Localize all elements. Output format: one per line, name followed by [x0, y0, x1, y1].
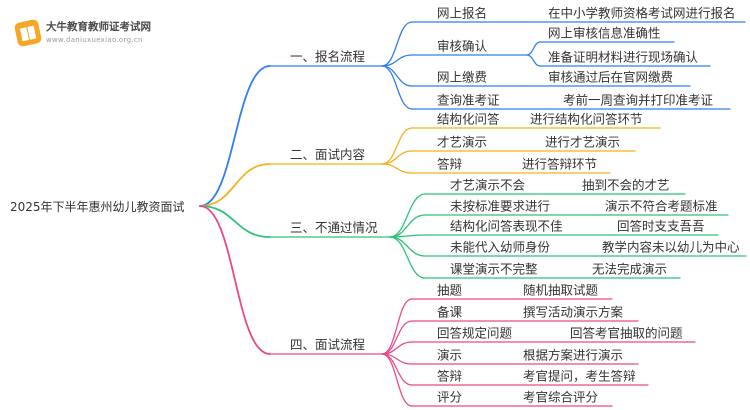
- subtopic: 审核确认: [437, 39, 488, 54]
- subtopic: 网上报名: [437, 6, 487, 21]
- subtopic: 抽题: [437, 283, 463, 298]
- branch-label: 二、面试内容: [290, 147, 365, 162]
- branch-failure-cases: 三、不通过情况 才艺演示不会 抽到不会的才艺 未按标准要求进行 演示不符合考题标…: [199, 178, 747, 279]
- subtopic: 答辩: [437, 157, 462, 172]
- detail: 考前一周查询并打印准考证: [563, 93, 714, 108]
- detail: 随机抽取试题: [523, 283, 599, 298]
- branch-label: 一、报名流程: [290, 49, 366, 64]
- detail: 进行结构化问答环节: [530, 112, 643, 127]
- detail: 网上审核信息准确性: [548, 26, 661, 41]
- book-icon: [14, 19, 42, 47]
- book-icon-bg: [14, 19, 42, 47]
- subtopic: 备课: [437, 305, 463, 320]
- connector: [381, 127, 413, 165]
- subtopic: 才艺演示: [437, 135, 487, 150]
- connector: [381, 298, 413, 355]
- logo-title: 大牛教育教师证考试网: [46, 20, 151, 33]
- subtopic: 课堂演示不完整: [450, 262, 538, 277]
- subtopic: 回答规定问题: [437, 326, 513, 341]
- connector: [199, 205, 271, 238]
- branch-interview-content: 二、面试内容 结构化问答 进行结构化问答环节 才艺演示 进行才艺演示 答辩 进行…: [199, 112, 661, 207]
- connector: [199, 163, 271, 207]
- detail: 根据方案进行演示: [523, 348, 623, 363]
- subtopic: 网上缴费: [437, 70, 487, 85]
- detail: 回答时支支吾吾: [617, 219, 705, 234]
- detail: 审核通过后在官网缴费: [548, 70, 673, 85]
- connector: [389, 193, 426, 238]
- logo: 大牛教育教师证考试网 www.daniuxuexiao.org.cn: [14, 19, 151, 47]
- detail: 考官综合评分: [523, 390, 598, 405]
- detail: 准备证明材料进行现场确认: [548, 50, 699, 65]
- detail: 教学内容未以幼儿为中心: [602, 240, 740, 255]
- connector: [381, 54, 413, 67]
- branch-interview-process: 四、面试流程 抽题 随机抽取试题 备课 撰写活动演示方案 回答规定问题 回答考官…: [199, 205, 696, 407]
- detail: 演示不符合考题标准: [605, 199, 718, 214]
- branch-label: 三、不通过情况: [290, 220, 378, 235]
- connector: [381, 353, 413, 407]
- detail: 进行才艺演示: [545, 135, 620, 150]
- branch-label: 四、面试流程: [290, 337, 366, 352]
- subtopic: 未按标准要求进行: [450, 199, 550, 214]
- subtopic: 演示: [437, 348, 462, 363]
- connector: [389, 236, 426, 279]
- book-icon-pages: [19, 25, 37, 42]
- detail: 撰写活动演示方案: [523, 305, 624, 320]
- detail: 无法完成演示: [592, 262, 667, 277]
- connector: [381, 21, 413, 67]
- connector: [526, 54, 541, 67]
- detail: 回答考官抽取的问题: [570, 326, 683, 341]
- subtopic: 未能代入幼师身份: [450, 240, 551, 255]
- connector: [381, 163, 413, 174]
- connector: [199, 205, 271, 355]
- subtopic: 查询准考证: [437, 93, 500, 108]
- subtopic: 结构化问答表现不佳: [450, 219, 563, 234]
- subtopic: 结构化问答: [437, 112, 500, 127]
- subtopic: 答辩: [437, 369, 462, 384]
- branch-registration: 一、报名流程 网上报名 在中小学教师资格考试网进行报名 审核确认 网上审核信息准…: [199, 6, 746, 207]
- connector: [389, 236, 426, 257]
- detail: 进行答辩环节: [522, 157, 597, 172]
- subtopic: 评分: [437, 390, 462, 405]
- connector: [199, 65, 271, 207]
- connector: [381, 65, 413, 87]
- connector: [381, 65, 413, 110]
- detail: 抽到不会的才艺: [582, 178, 670, 193]
- connector: [389, 214, 426, 238]
- logo-url: www.daniuxuexiao.org.cn: [46, 36, 143, 44]
- detail: 在中小学教师资格考试网进行报名: [548, 6, 736, 21]
- connector: [526, 41, 541, 56]
- detail: 考官提问，考生答辩: [523, 369, 636, 384]
- root-topic: 2025年下半年惠州幼儿教资面试: [10, 199, 185, 214]
- connector: [381, 320, 413, 355]
- subtopic: 才艺演示不会: [450, 178, 526, 193]
